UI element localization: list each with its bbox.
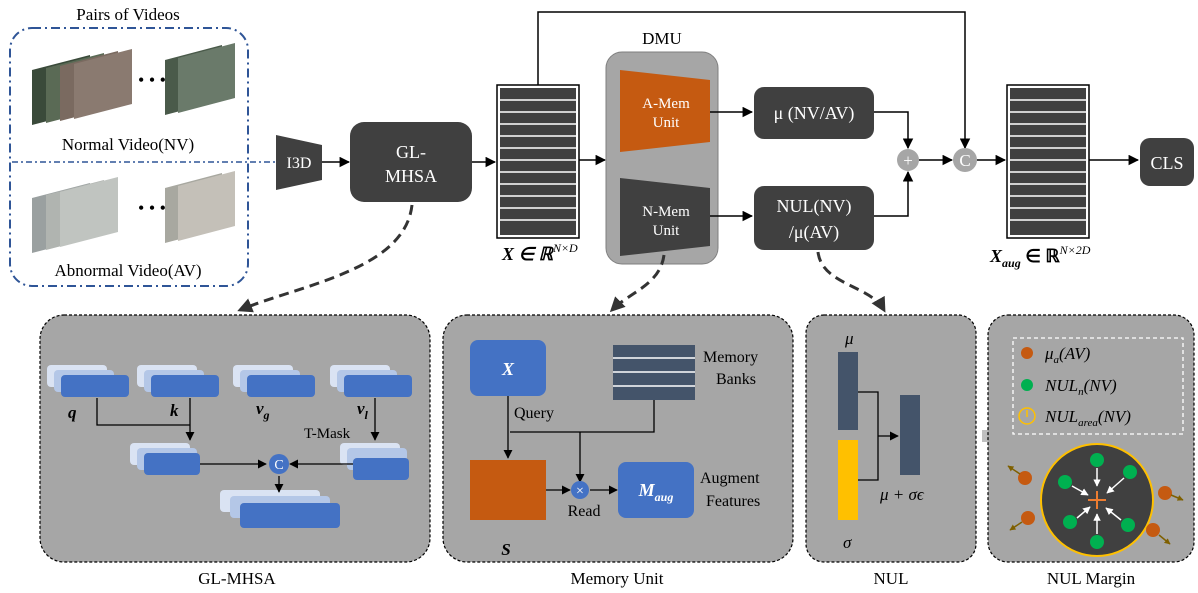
nmem-line2: Unit xyxy=(653,223,681,239)
s-block xyxy=(470,460,546,520)
memory-banks-block xyxy=(613,345,695,400)
q-label: q xyxy=(68,403,77,422)
glmhsa-flow-lines xyxy=(96,398,380,493)
read-symbol: × xyxy=(576,484,584,499)
concat-node xyxy=(953,148,977,172)
legend-a-marker xyxy=(1021,347,1033,359)
glmhsa-panel xyxy=(39,314,431,563)
nmem-unit xyxy=(620,178,710,256)
plus-node xyxy=(897,149,919,171)
legend-area-marker xyxy=(1018,407,1036,425)
glmhsa-concat-node xyxy=(269,454,289,474)
arrow-mu-plus xyxy=(874,111,914,150)
cls-label: CLS xyxy=(1150,153,1183,173)
memory-banks-line2: Banks xyxy=(716,371,756,388)
normal-video-frames xyxy=(32,43,235,125)
nul-mu-label: μ xyxy=(844,329,854,348)
x-label: X ∈ ℝN×D xyxy=(501,241,578,264)
nul-line2: /μ(AV) xyxy=(789,222,839,243)
augment-line2: Features xyxy=(706,493,760,510)
tmask-label: T-Mask xyxy=(304,426,351,442)
i3d-label: I3D xyxy=(287,155,312,172)
nul-formula: μ + σϵ xyxy=(879,485,925,504)
amem-line2: Unit xyxy=(653,115,681,131)
mu-label: μ (NV/AV) xyxy=(774,103,855,124)
glmhsa-concat-symbol: C xyxy=(274,458,283,473)
legend-n-marker xyxy=(1021,379,1033,391)
nul-sigma-label: σ xyxy=(843,533,852,552)
video-pairs-frame xyxy=(9,27,249,287)
legend-n-label: NULn(NV) xyxy=(1044,376,1117,398)
connector-glmhsa xyxy=(237,204,414,313)
abnormal-ellipsis: • • • xyxy=(138,198,166,218)
nul-sigma-bar xyxy=(838,440,858,520)
nul-panel xyxy=(805,314,977,563)
glmhsa-line1: GL- xyxy=(396,142,426,162)
cls-block xyxy=(1140,138,1194,186)
memory-flow-lines xyxy=(503,396,655,495)
i3d-block xyxy=(276,135,322,190)
s-label: S xyxy=(501,540,510,559)
nul-block xyxy=(754,186,874,250)
skip-connection xyxy=(537,11,971,150)
abnormal-video-frames xyxy=(32,171,235,253)
nul-caption: NUL xyxy=(874,569,909,588)
legend-area-label: NULarea(NV) xyxy=(1044,407,1131,429)
nul-line1: NUL(NV) xyxy=(777,196,852,217)
mu-block xyxy=(754,87,874,139)
nul-flow-lines xyxy=(858,391,899,481)
amem-unit xyxy=(620,70,710,152)
glmhsa-block xyxy=(350,122,472,202)
dmu-title: DMU xyxy=(642,29,682,48)
nul-mu-bar xyxy=(838,352,858,430)
connector-nul xyxy=(816,251,886,313)
normal-pull-arrows xyxy=(1071,468,1125,534)
nul-output-bar xyxy=(900,395,920,475)
x-query-label: X xyxy=(501,359,515,379)
read-label: Read xyxy=(568,503,601,520)
normal-video-label: Normal Video(NV) xyxy=(62,135,194,154)
maug-block xyxy=(618,462,694,518)
xaug-feature-stack xyxy=(1006,84,1090,239)
k-label: k xyxy=(170,401,179,420)
abnormal-video-label: Abnormal Video(AV) xyxy=(54,261,201,280)
memory-caption: Memory Unit xyxy=(570,569,663,588)
read-node xyxy=(571,481,589,499)
margin-legend-box xyxy=(1012,337,1184,435)
glmhsa-token-blocks xyxy=(47,365,412,528)
glmhsa-caption: GL-MHSA xyxy=(198,569,276,588)
normal-points xyxy=(1058,453,1137,549)
x-query-block xyxy=(470,340,546,396)
normal-ellipsis: • • • xyxy=(138,70,166,90)
arrow-nul-plus xyxy=(874,170,914,217)
pairs-title: Pairs of Videos xyxy=(76,5,180,24)
plus-symbol: + xyxy=(903,151,913,170)
nmem-line1: N-Mem xyxy=(642,204,690,220)
vl-label: vl xyxy=(357,399,369,422)
nul-center-star xyxy=(1088,491,1106,509)
amem-line1: A-Mem xyxy=(642,96,690,112)
augment-line1: Augment xyxy=(700,470,760,487)
connector-memory xyxy=(609,254,666,313)
concat-symbol: C xyxy=(959,151,970,170)
x-feature-stack xyxy=(496,84,580,239)
legend-a-label: μa(AV) xyxy=(1044,344,1091,366)
glmhsa-line2: MHSA xyxy=(385,166,437,186)
vg-label: vg xyxy=(256,399,270,422)
xaug-label: Xaug ∈ ℝN×2D xyxy=(989,243,1091,270)
query-label: Query xyxy=(514,405,554,422)
abnormal-push-arrows xyxy=(1007,465,1184,545)
memory-banks-line1: Memory xyxy=(703,349,758,366)
abnormal-points xyxy=(1018,471,1172,537)
margin-caption: NUL Margin xyxy=(1047,569,1136,588)
maug-label: Maug xyxy=(638,480,674,504)
